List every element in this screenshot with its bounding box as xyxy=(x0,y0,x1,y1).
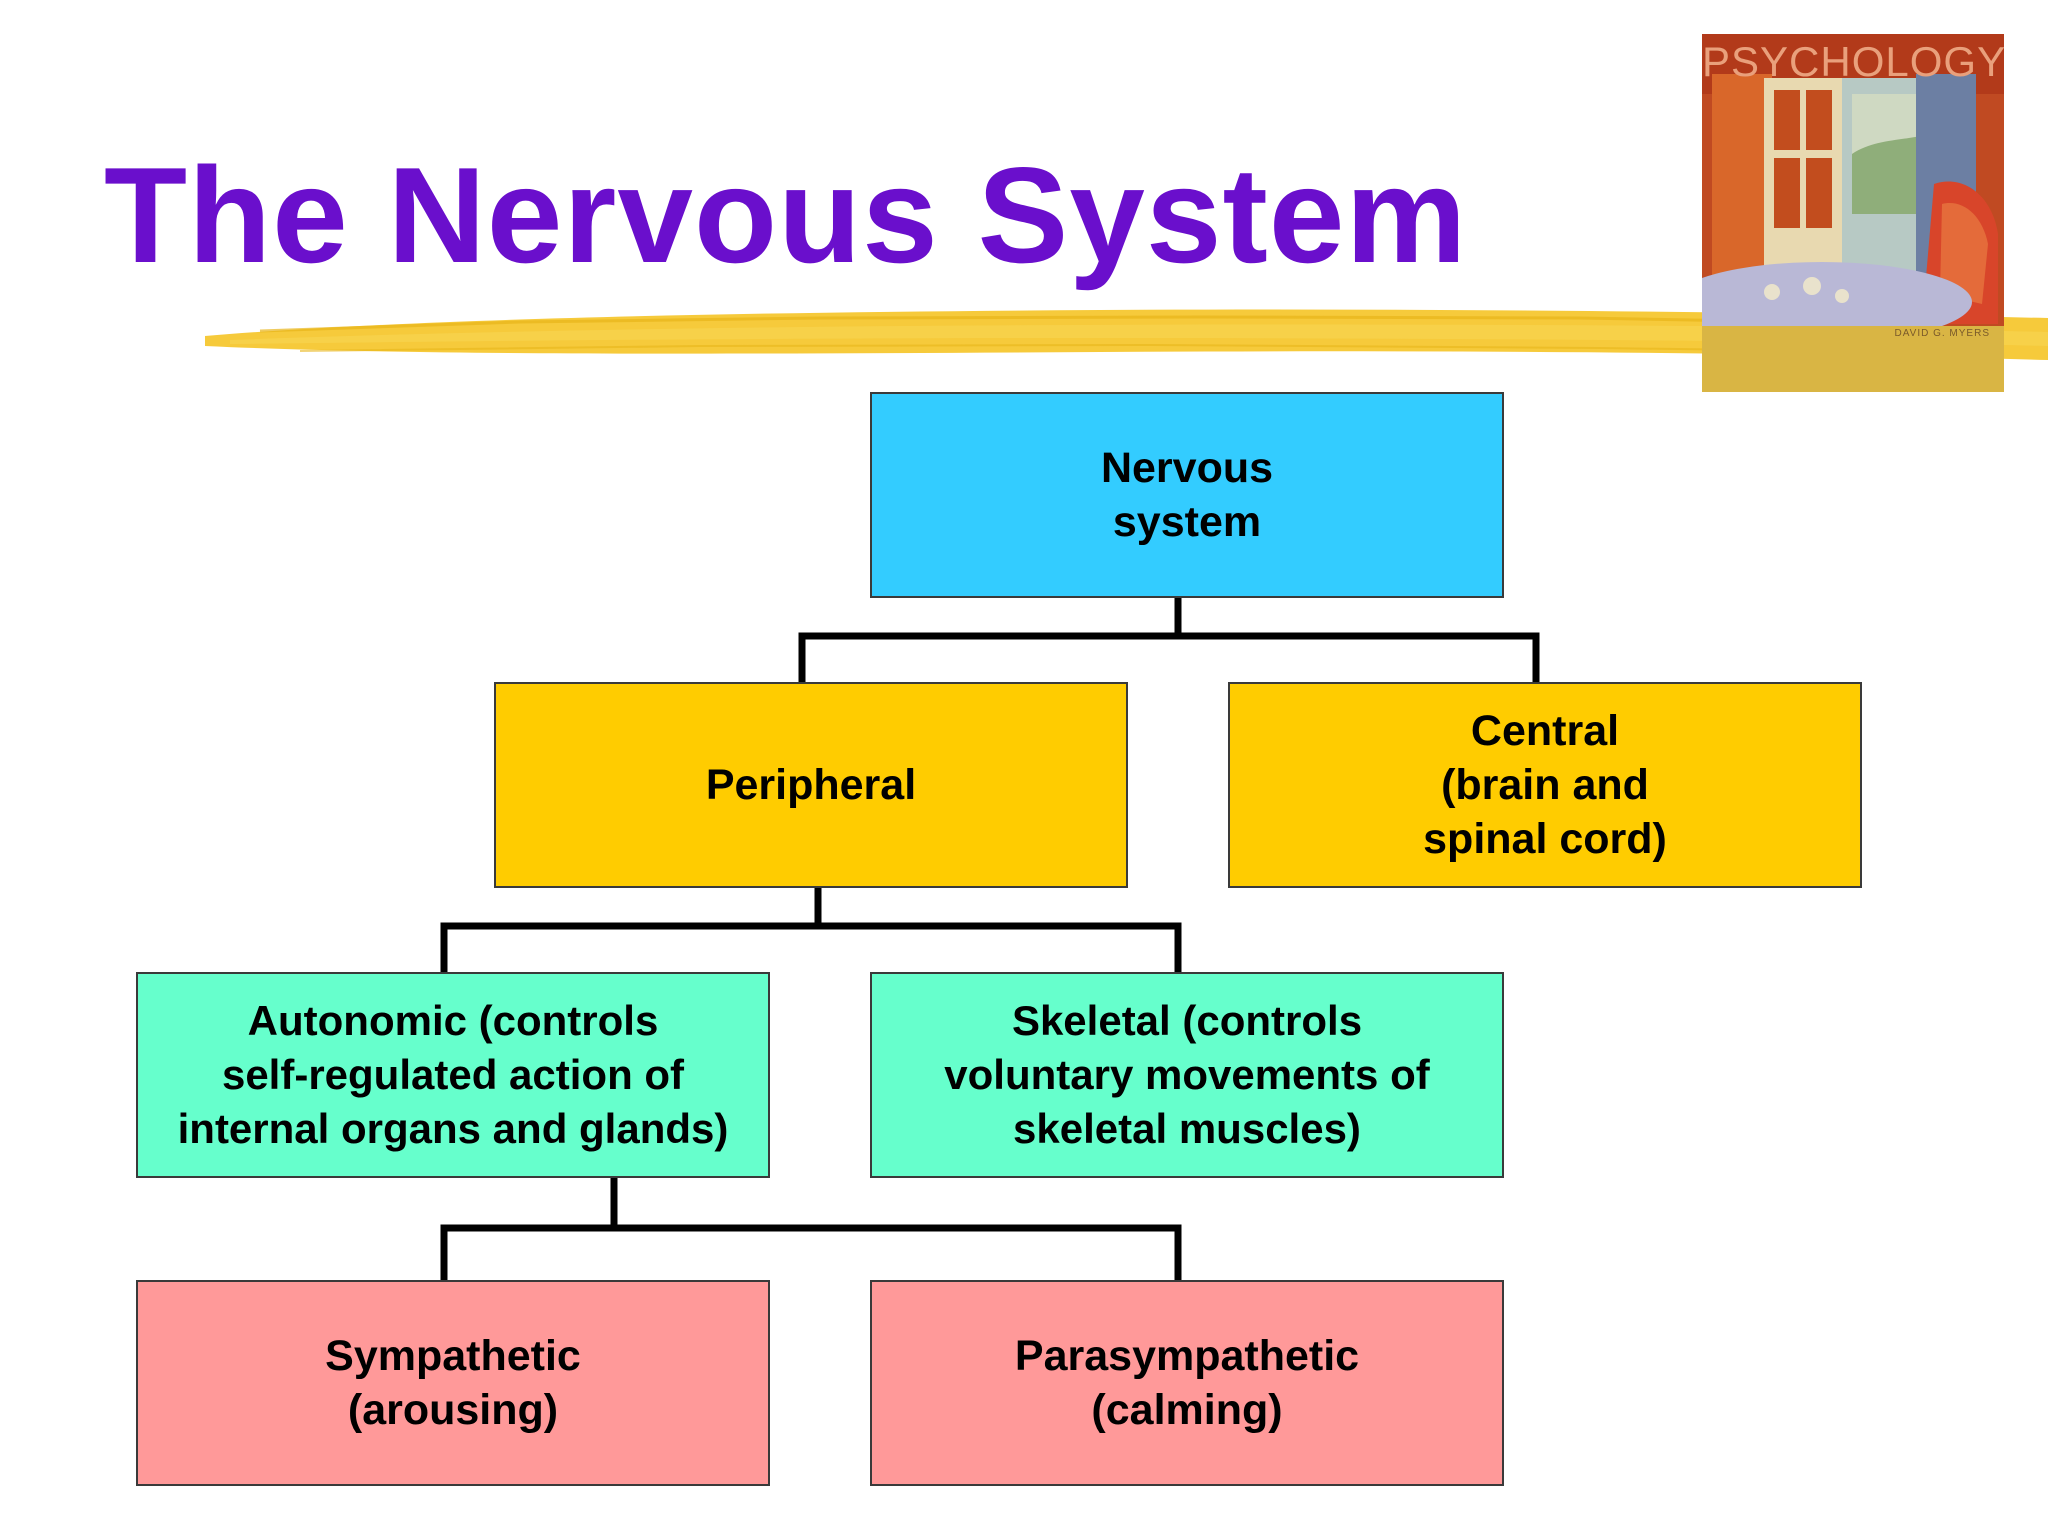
node-nervous-system: Nervous system xyxy=(870,392,1504,598)
book-cover-painting xyxy=(1702,34,2004,392)
node-parasympathetic: Parasympathetic (calming) xyxy=(870,1280,1504,1486)
node-autonomic: Autonomic (controls self-regulated actio… xyxy=(136,972,770,1178)
book-cover-author: DAVID G. MYERS xyxy=(1894,328,1990,339)
brush-stroke-underline xyxy=(205,309,2048,360)
node-sympathetic: Sympathetic (arousing) xyxy=(136,1280,770,1486)
book-cover-title: PSYCHOLOGY xyxy=(1702,38,2004,85)
node-central: Central (brain and spinal cord) xyxy=(1228,682,1862,888)
slide-title: The Nervous System xyxy=(104,139,1468,291)
node-peripheral: Peripheral xyxy=(494,682,1128,888)
book-cover-image: PSYCHOLOGY DAVID G. MYERS xyxy=(1702,34,2004,392)
node-skeletal: Skeletal (controls voluntary movements o… xyxy=(870,972,1504,1178)
